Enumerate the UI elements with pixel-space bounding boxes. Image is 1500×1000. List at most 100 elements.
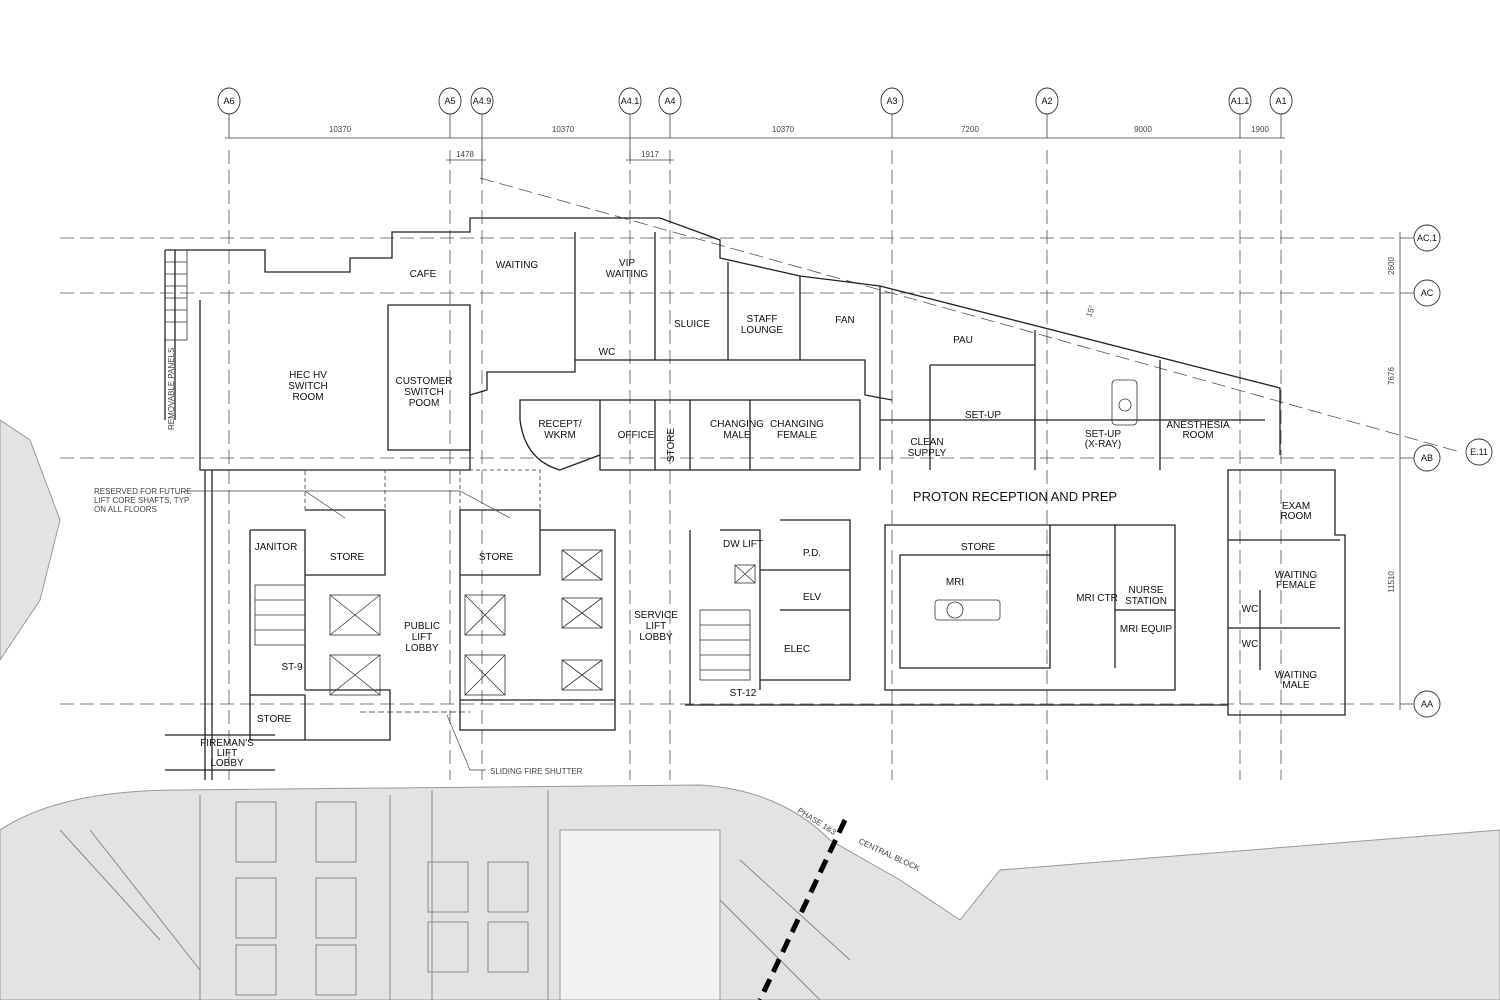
room-exam-1: EXAM bbox=[1282, 501, 1310, 512]
room-customer-2: SWITCH bbox=[404, 387, 443, 398]
room-staff-lounge-2: LOUNGE bbox=[741, 325, 784, 336]
grid-bubble-a6: A6 bbox=[223, 96, 234, 106]
room-setup-xray-2: (X-RAY) bbox=[1085, 439, 1121, 450]
grid-bubble-a4-1: A4.1 bbox=[621, 96, 640, 106]
grid-bubble-ac-1: AC.1 bbox=[1417, 233, 1437, 243]
room-staff-lounge-1: STAFF bbox=[747, 314, 778, 325]
room-setup-xray-1: SET-UP bbox=[1085, 429, 1121, 440]
grid-bubble-a1-1: A1.1 bbox=[1231, 96, 1250, 106]
room-labels: CAFE WAITING VIP WAITING WC SLUICE STAFF… bbox=[200, 258, 1317, 769]
room-nurse-2: STATION bbox=[1125, 596, 1167, 607]
room-proton-reception: PROTON RECEPTION AND PREP bbox=[913, 489, 1117, 504]
room-vip-waiting-1: VIP bbox=[619, 258, 635, 269]
room-waiting-female-1: WAITING bbox=[1275, 570, 1318, 581]
grid-bubble-a5: A5 bbox=[444, 96, 455, 106]
room-janitor: JANITOR bbox=[255, 542, 298, 553]
note-removable-panels: REMOVABLE PANELS bbox=[167, 348, 176, 430]
dim-a5-a4: 10370 bbox=[552, 125, 575, 134]
dim-a4-a3: 10370 bbox=[772, 125, 795, 134]
lift-cars bbox=[329, 549, 756, 696]
room-changing-male-1: CHANGING bbox=[710, 419, 764, 430]
room-anesthesia-1: ANESTHESIA bbox=[1166, 420, 1230, 431]
room-elv: ELV bbox=[803, 592, 821, 603]
dim-2600: 2600 bbox=[1387, 257, 1396, 275]
room-customer-3: POOM bbox=[409, 398, 440, 409]
note-sliding-fire-shutter: SLIDING FIRE SHUTTER bbox=[490, 767, 583, 776]
room-changing-female-1: CHANGING bbox=[770, 419, 824, 430]
room-store-2: STORE bbox=[479, 552, 514, 563]
dim-a6-a5: 10370 bbox=[329, 125, 352, 134]
room-clean-supply-2: SUPPLY bbox=[908, 448, 947, 459]
room-mri-equip: MRI EQUIP bbox=[1120, 624, 1173, 635]
note-reserved-2: LIFT CORE SHAFTS, TYP bbox=[94, 496, 189, 505]
room-wc-female: WC bbox=[1242, 604, 1259, 615]
room-recept-1: RECEPT/ bbox=[538, 419, 582, 430]
room-pau: PAU bbox=[953, 335, 973, 346]
walls bbox=[164, 217, 1346, 780]
grid-bubble-ac: AC bbox=[1421, 288, 1434, 298]
grid-bubble-e-11: E.11 bbox=[1470, 447, 1488, 457]
note-reserved-1: RESERVED FOR FUTURE bbox=[94, 487, 192, 496]
room-fireman-1: FIREMAN'S bbox=[200, 738, 254, 749]
room-hec-1: HEC HV bbox=[289, 370, 327, 381]
dim-11510: 11510 bbox=[1387, 571, 1396, 593]
dimension-lines bbox=[225, 101, 1428, 710]
dim-a1-1-a1: 1900 bbox=[1251, 125, 1269, 134]
grid-bubble-a4: A4 bbox=[664, 96, 675, 106]
room-store-1: STORE bbox=[330, 552, 365, 563]
room-wc-male: WC bbox=[1242, 639, 1259, 650]
room-st9: ST-9 bbox=[281, 662, 303, 673]
phase-boundary-line bbox=[757, 818, 848, 1000]
room-sluice: SLUICE bbox=[674, 319, 710, 330]
room-dw-lift: DW LIFT bbox=[723, 539, 763, 550]
room-setup: SET-UP bbox=[965, 410, 1001, 421]
existing-building-context bbox=[0, 419, 1500, 1000]
grid-bubble-a1: A1 bbox=[1275, 96, 1286, 106]
room-wc: WC bbox=[599, 347, 616, 358]
room-office: OFFICE bbox=[618, 430, 655, 441]
room-fan: FAN bbox=[835, 315, 854, 326]
room-store-4: STORE bbox=[257, 714, 292, 725]
room-clean-supply-1: CLEAN bbox=[910, 437, 943, 448]
room-service-lobby-2: LIFT bbox=[646, 621, 667, 632]
room-store-3: STORE bbox=[961, 542, 996, 553]
note-reserved-3: ON ALL FLOORS bbox=[94, 505, 157, 514]
dim-a2-a1-1: 9000 bbox=[1134, 125, 1152, 134]
grid-bubble-a2: A2 bbox=[1041, 96, 1052, 106]
room-vip-waiting-2: WAITING bbox=[606, 269, 649, 280]
grid-bubble-aa: AA bbox=[1421, 699, 1433, 709]
equipment bbox=[934, 379, 1138, 621]
dim-7676: 7676 bbox=[1387, 367, 1396, 385]
room-st12: ST-12 bbox=[730, 688, 757, 699]
room-fireman-2: LIFT bbox=[217, 748, 238, 759]
room-changing-male-2: MALE bbox=[723, 430, 751, 441]
stairs bbox=[164, 249, 751, 681]
room-nurse-1: NURSE bbox=[1128, 585, 1163, 596]
grid-bubble-a3: A3 bbox=[886, 96, 897, 106]
room-service-lobby-3: LOBBY bbox=[639, 632, 673, 643]
room-waiting: WAITING bbox=[496, 260, 539, 271]
room-waiting-male-1: WAITING bbox=[1275, 670, 1318, 681]
room-service-lobby-1: SERVICE bbox=[634, 610, 678, 621]
grid-lines bbox=[60, 150, 1461, 780]
room-mri: MRI bbox=[946, 577, 964, 588]
dim-a3-a2: 7200 bbox=[961, 125, 979, 134]
room-cafe: CAFE bbox=[410, 269, 437, 280]
grid-bubble-a4-9: A4.9 bbox=[473, 96, 492, 106]
room-hec-2: SWITCH bbox=[288, 381, 327, 392]
room-recept-2: WKRM bbox=[544, 430, 576, 441]
room-hec-3: ROOM bbox=[292, 392, 323, 403]
room-pd: P.D. bbox=[803, 548, 821, 559]
room-waiting-male-2: MALE bbox=[1282, 680, 1310, 691]
room-anesthesia-2: ROOM bbox=[1182, 430, 1213, 441]
angle-label: 15° bbox=[1084, 304, 1097, 318]
room-exam-2: ROOM bbox=[1280, 511, 1311, 522]
room-mri-ctr: MRI CTR bbox=[1076, 593, 1118, 604]
grid-bubbles: A6 A5 A4.9 A4.1 A4 A3 A2 A1.1 A1 AC.1 AC… bbox=[217, 87, 1493, 718]
room-store-vertical: STORE bbox=[666, 428, 677, 463]
room-public-lobby-2: LIFT bbox=[412, 632, 433, 643]
dim-1478: 1478 bbox=[456, 150, 474, 159]
grid-bubble-ab: AB bbox=[1421, 453, 1433, 463]
room-waiting-female-2: FEMALE bbox=[1276, 580, 1316, 591]
